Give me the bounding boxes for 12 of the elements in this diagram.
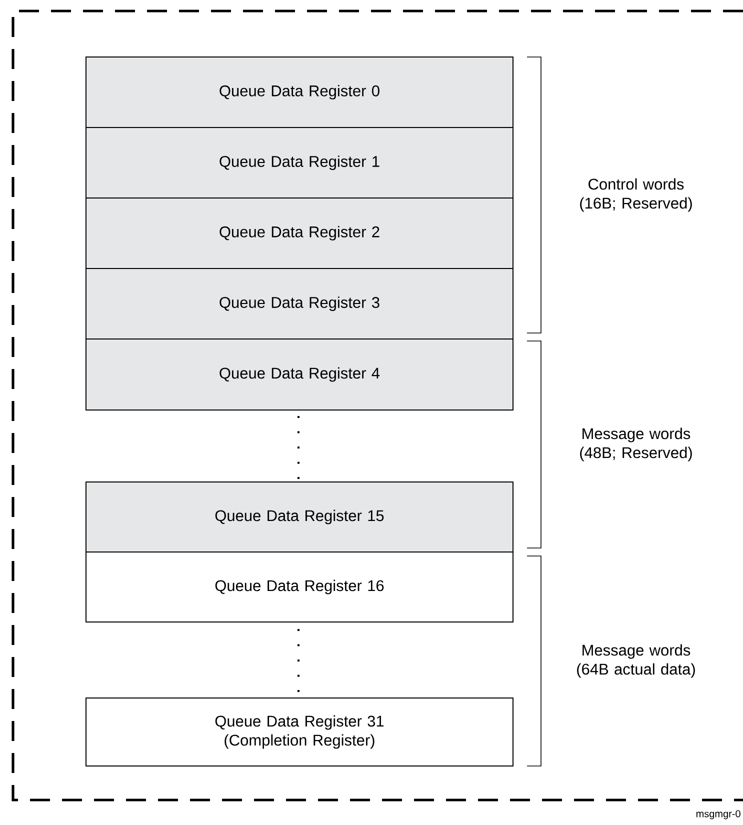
register-box: Queue Data Register 16 (86, 552, 514, 622)
register-box: Queue Data Register 0 (86, 56, 514, 128)
bracket-label: Message words (48B; Reserved) (580, 428, 692, 462)
register-box: Queue Data Register 3 (86, 268, 514, 340)
register-box: Queue Data Register 31 (Completion Register) (86, 698, 514, 766)
register-box: Queue Data Register 2 (86, 197, 514, 269)
register-box: Queue Data Register 4 (86, 338, 514, 410)
register-box: Queue Data Register 1 (86, 127, 514, 199)
bracket-label: Control words (16B; Reserved) (580, 178, 692, 212)
figure-id: msgmgr-0 (696, 810, 740, 820)
bracket-label: Message words (64B actual data) (577, 644, 695, 678)
register-box: Queue Data Register 15 (86, 482, 514, 552)
